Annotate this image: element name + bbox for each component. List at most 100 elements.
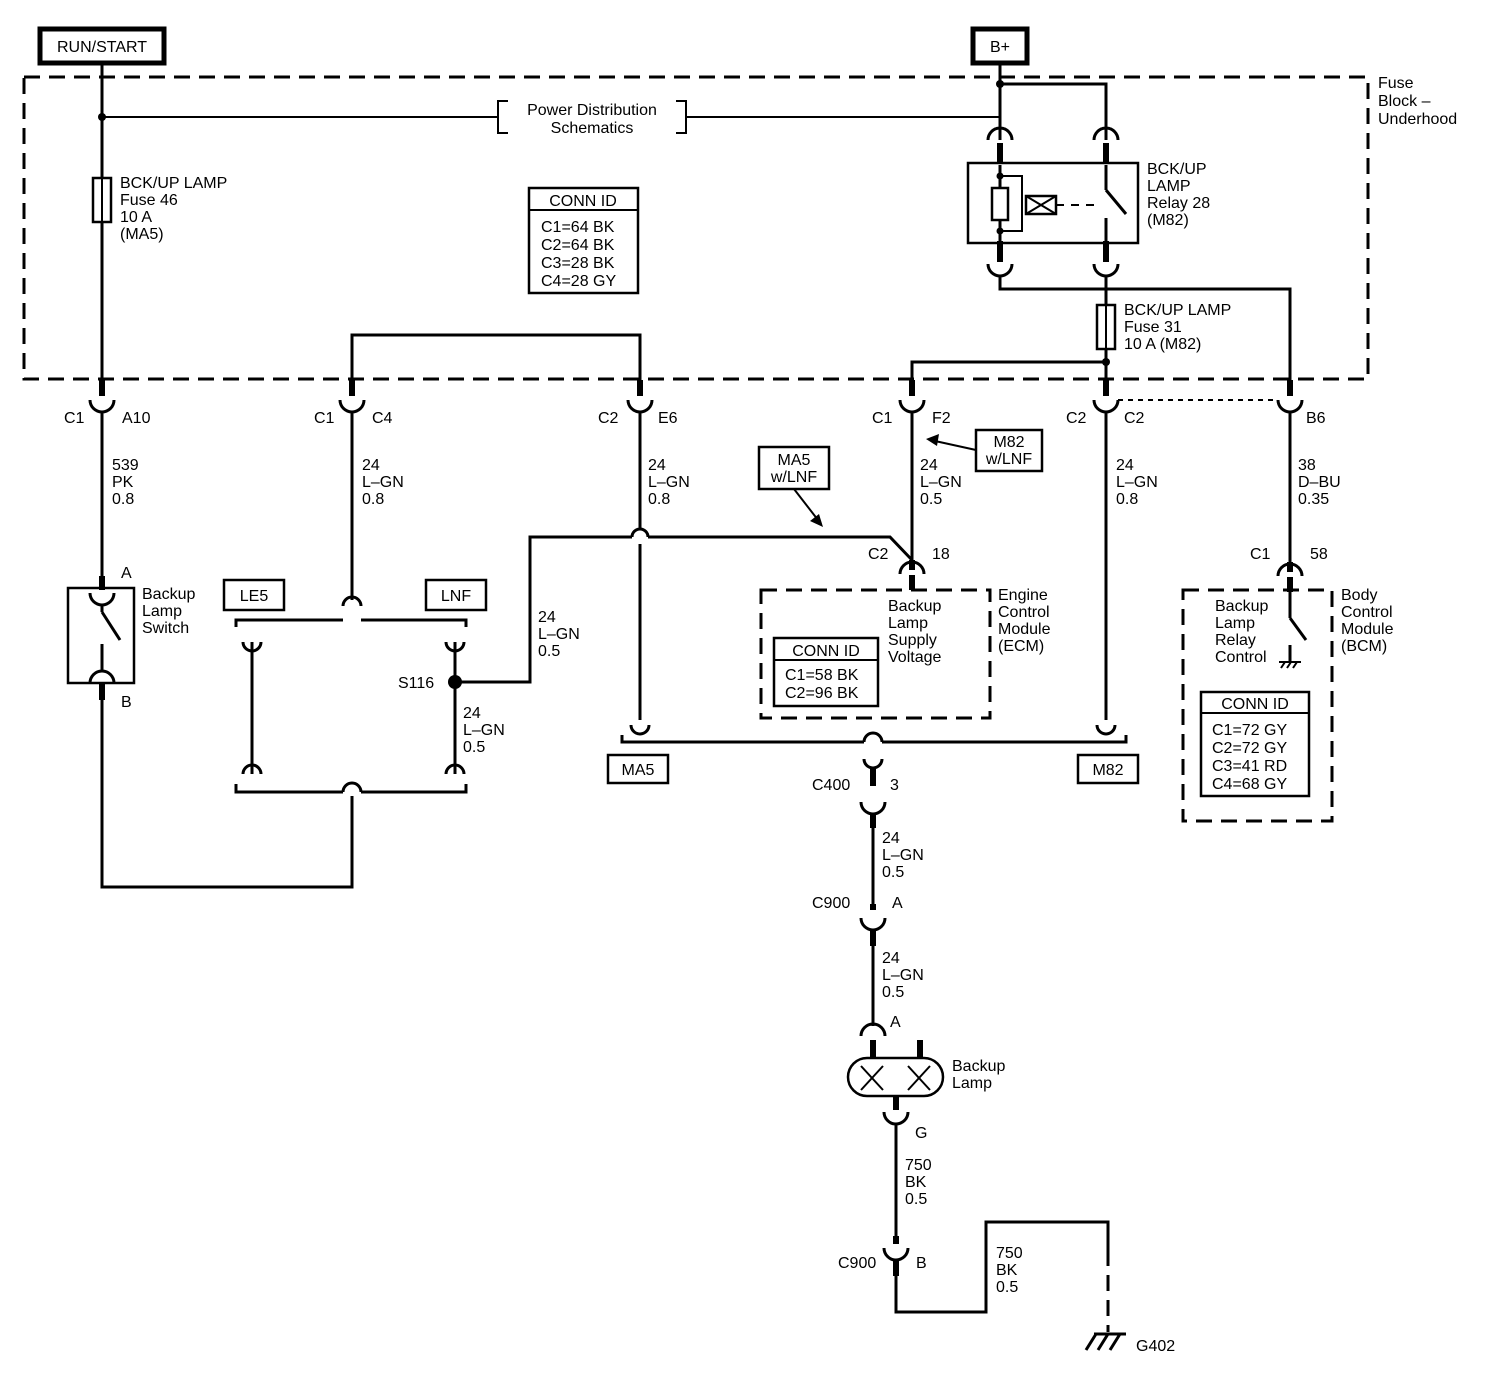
svg-text:PK: PK (112, 474, 134, 491)
backup-lamp-label: Backup Lamp (952, 1058, 1005, 1092)
svg-text:0.5: 0.5 (882, 984, 904, 1001)
svg-text:C2=72 GY: C2=72 GY (1212, 740, 1287, 757)
backup-lamp-switch-label: Backup Lamp Switch (142, 586, 195, 637)
svg-text:(ECM): (ECM) (998, 638, 1044, 655)
fuse-block-outline (22, 75, 1370, 381)
svg-text:Fuse 31: Fuse 31 (1124, 319, 1182, 336)
svg-text:M82: M82 (993, 434, 1024, 451)
svg-text:C3=41 RD: C3=41 RD (1212, 758, 1287, 775)
svg-text:B: B (916, 1255, 927, 1272)
svg-text:C400: C400 (812, 777, 850, 794)
relay-control-wire-to-bcm (998, 276, 1292, 392)
svg-text:Control: Control (1215, 649, 1267, 666)
svg-text:L–GN: L–GN (538, 626, 580, 643)
svg-text:w/LNF: w/LNF (770, 469, 817, 486)
c4-option-break (341, 595, 363, 607)
s116-to-ecm-wire (455, 535, 914, 684)
svg-text:C1=72 GY: C1=72 GY (1212, 722, 1287, 739)
svg-text:A: A (892, 895, 903, 912)
svg-text:(M82): (M82) (1147, 212, 1189, 229)
svg-text:24: 24 (882, 950, 900, 967)
svg-text:10 A (M82): 10 A (M82) (1124, 336, 1201, 353)
svg-text:C900: C900 (838, 1255, 876, 1272)
lamp-pin-a: A (890, 1014, 901, 1031)
svg-text:Body: Body (1341, 587, 1377, 604)
svg-text:C1: C1 (314, 410, 335, 427)
wire-539-label: 539 PK 0.8 (112, 457, 139, 508)
option-m82-box: M82 (1076, 753, 1140, 785)
svg-text:L–GN: L–GN (648, 474, 690, 491)
svg-text:(MA5): (MA5) (120, 226, 164, 243)
svg-text:Module: Module (1341, 621, 1394, 638)
svg-text:Lamp: Lamp (888, 615, 928, 632)
svg-text:24: 24 (920, 457, 938, 474)
svg-text:539: 539 (112, 457, 139, 474)
svg-text:CONN ID: CONN ID (1221, 696, 1289, 713)
svg-text:0.8: 0.8 (112, 491, 134, 508)
svg-text:Supply: Supply (888, 632, 937, 649)
svg-text:A10: A10 (122, 410, 151, 427)
svg-text:C900: C900 (812, 895, 850, 912)
svg-text:L–GN: L–GN (920, 474, 962, 491)
svg-text:Switch: Switch (142, 620, 189, 637)
svg-text:BCK/UP LAMP: BCK/UP LAMP (1124, 302, 1231, 319)
svg-text:Block –: Block – (1378, 93, 1431, 110)
wire-24-f2-label: 24 L–GN 0.5 (920, 457, 962, 508)
svg-text:CONN ID: CONN ID (792, 643, 860, 660)
connector-c2-e6: C2 E6 (598, 380, 678, 427)
b-plus-power-box: B+ (970, 26, 1030, 66)
svg-text:L–GN: L–GN (882, 847, 924, 864)
wire-24-s116-up-label: 24 L–GN 0.5 (538, 609, 580, 660)
svg-text:3: 3 (890, 777, 899, 794)
svg-text:Backup: Backup (952, 1058, 1005, 1075)
svg-text:(BCM): (BCM) (1341, 638, 1387, 655)
svg-text:0.5: 0.5 (463, 739, 485, 756)
svg-text:0.5: 0.5 (905, 1191, 927, 1208)
svg-text:C3=28 BK: C3=28 BK (541, 255, 615, 272)
option-bottom-bus (234, 784, 468, 794)
svg-text:24: 24 (882, 830, 900, 847)
relay-28-label: BCK/UP LAMP Relay 28 (M82) (1147, 161, 1210, 229)
svg-text:D–BU: D–BU (1298, 474, 1341, 491)
wire-24-s116-down-label: 24 L–GN 0.5 (463, 705, 505, 756)
svg-text:Voltage: Voltage (888, 649, 941, 666)
svg-text:LAMP: LAMP (1147, 178, 1191, 195)
svg-text:0.8: 0.8 (362, 491, 384, 508)
option-ma5-box: MA5 (606, 753, 670, 785)
ground-g402-label: G402 (1136, 1338, 1175, 1355)
svg-text:LE5: LE5 (240, 588, 269, 605)
svg-text:24: 24 (648, 457, 666, 474)
svg-text:0.5: 0.5 (538, 643, 560, 660)
wire-750-a-label: 750 BK 0.5 (905, 1157, 932, 1208)
svg-text:w/LNF: w/LNF (985, 451, 1032, 468)
svg-text:0.8: 0.8 (648, 491, 670, 508)
lamp-pin-g: G (915, 1125, 927, 1142)
svg-text:LNF: LNF (441, 588, 471, 605)
svg-text:Fuse: Fuse (1378, 75, 1414, 92)
bcm-inner-label: Backup Lamp Relay Control (1215, 598, 1268, 666)
svg-text:BK: BK (996, 1262, 1018, 1279)
m82-lnf-callout: M82 w/LNF (926, 428, 1044, 473)
bcm-connector-c1-58: C1 58 (1250, 546, 1328, 592)
svg-text:24: 24 (1116, 457, 1134, 474)
svg-text:C2: C2 (868, 546, 889, 563)
svg-text:C1: C1 (1250, 546, 1271, 563)
ma5-lnf-callout: MA5 w/LNF (757, 445, 831, 527)
svg-text:24: 24 (538, 609, 556, 626)
connector-c900-a: C900 A (812, 895, 903, 946)
bcm-module-outline (1181, 588, 1334, 823)
svg-text:Engine: Engine (998, 587, 1048, 604)
svg-text:C1=64 BK: C1=64 BK (541, 219, 615, 236)
run-start-label: RUN/START (57, 39, 147, 56)
svg-text:C4: C4 (372, 410, 393, 427)
wire-24-e6-label: 24 L–GN 0.8 (648, 457, 690, 508)
ecm-connector-c2-18: C2 18 (868, 546, 950, 590)
svg-text:C1: C1 (64, 410, 85, 427)
svg-text:Relay 28: Relay 28 (1147, 195, 1210, 212)
svg-text:38: 38 (1298, 457, 1316, 474)
svg-text:750: 750 (996, 1245, 1023, 1262)
connector-c1-a10: C1 A10 (64, 380, 151, 427)
svg-text:0.5: 0.5 (920, 491, 942, 508)
svg-text:0.35: 0.35 (1298, 491, 1329, 508)
